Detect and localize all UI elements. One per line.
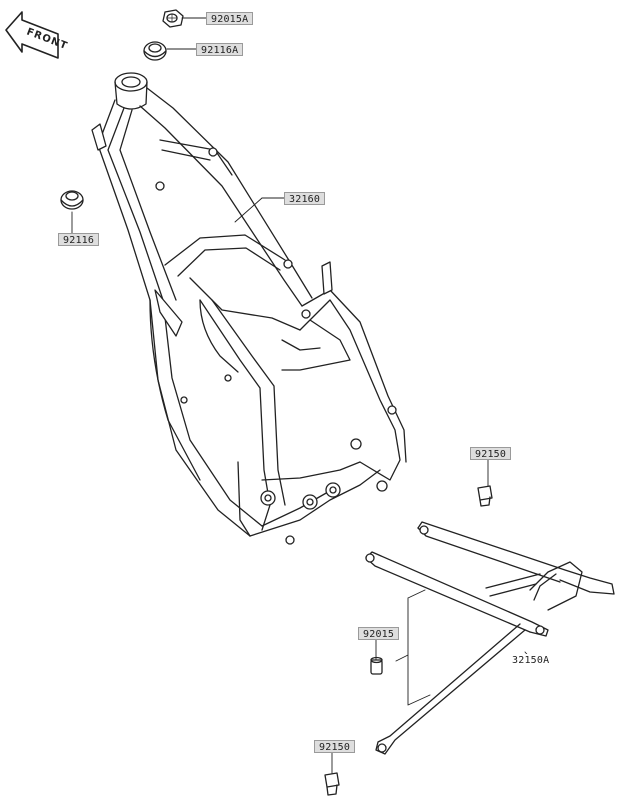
part-label-92015[interactable]: 92015 <box>358 627 400 640</box>
part-label-92150-upper[interactable]: 92150 <box>470 447 512 460</box>
front-arrow-icon: FRONT <box>5 11 69 59</box>
part-label-92116a[interactable]: 92116A <box>196 43 244 56</box>
part-label-92015a[interactable]: 92015A <box>206 12 254 25</box>
upper-collar-icon <box>143 41 167 61</box>
upper-bolt-icon <box>477 485 493 507</box>
part-label-92150-lower[interactable]: 92150 <box>314 740 356 753</box>
part-label-92116[interactable]: 92116 <box>58 233 100 246</box>
side-collar-icon <box>60 190 84 210</box>
collar-icon <box>370 656 383 675</box>
part-label-32160[interactable]: 32160 <box>284 192 326 205</box>
part-label-32150a[interactable]: 32150A <box>508 654 554 667</box>
main-frame <box>91 72 407 545</box>
subframe <box>365 521 615 755</box>
leader-lines <box>71 17 553 774</box>
nut-icon <box>162 9 184 28</box>
lower-bolt-icon <box>324 772 340 796</box>
